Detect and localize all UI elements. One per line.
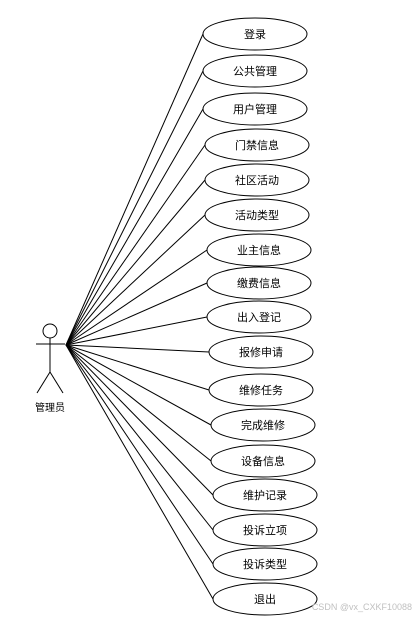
use-case: 登录 (202, 17, 308, 51)
use-case-ellipse (202, 92, 308, 126)
use-case-label: 出入登记 (237, 310, 281, 324)
use-case-ellipse (204, 163, 310, 197)
use-case-ellipse (210, 408, 316, 442)
association-line (65, 214, 206, 346)
use-case-label: 投诉类型 (243, 557, 287, 571)
use-case: 投诉立项 (212, 513, 318, 547)
use-case-ellipse (212, 547, 318, 581)
association-line (65, 108, 204, 346)
association-line (65, 144, 206, 346)
association-lines (65, 33, 214, 600)
actor-right-leg (49, 371, 64, 394)
use-cases: 登录公共管理用户管理门禁信息社区活动活动类型业主信息缴费信息出入登记报修申请维修… (202, 17, 318, 616)
use-case: 设备信息 (210, 444, 316, 478)
association-line (65, 33, 204, 346)
association-line (65, 344, 212, 462)
association-line (65, 344, 214, 531)
use-case-ellipse (208, 335, 314, 369)
use-case-ellipse (204, 198, 310, 232)
use-case: 用户管理 (202, 92, 308, 126)
use-case-ellipse (212, 478, 318, 512)
use-case: 维修任务 (208, 373, 314, 407)
actor-left-leg (36, 371, 51, 394)
use-case: 社区活动 (204, 163, 310, 197)
association-line (65, 344, 212, 426)
use-case-label: 社区活动 (235, 173, 279, 187)
use-case-ellipse (210, 444, 316, 478)
use-case-ellipse (202, 54, 308, 88)
use-case: 退出 (212, 582, 318, 616)
use-case: 报修申请 (208, 335, 314, 369)
actor-label: 管理员 (35, 401, 65, 414)
use-case: 门禁信息 (204, 128, 310, 162)
use-case-label: 公共管理 (233, 64, 277, 78)
use-case-label: 设备信息 (241, 454, 285, 468)
watermark: CSDN @vx_CXKF10088 (312, 602, 412, 612)
use-case-label: 用户管理 (233, 102, 277, 116)
use-case-label: 缴费信息 (237, 276, 281, 290)
use-case-ellipse (206, 266, 312, 300)
use-case-label: 活动类型 (235, 208, 279, 222)
association-line (65, 344, 214, 565)
use-case-label: 报修申请 (239, 345, 283, 359)
use-case-label: 完成维修 (241, 418, 285, 432)
association-line (65, 179, 206, 346)
use-case-label: 维护记录 (243, 488, 287, 502)
use-case-label: 登录 (244, 27, 266, 41)
use-case-label: 投诉立项 (243, 523, 287, 537)
use-case: 活动类型 (204, 198, 310, 232)
association-line (65, 249, 208, 346)
use-case-label: 退出 (254, 592, 276, 606)
use-case-ellipse (204, 128, 310, 162)
actor: 管理员 (35, 323, 65, 414)
association-line (65, 344, 214, 496)
use-case: 业主信息 (206, 233, 312, 267)
use-case: 维护记录 (212, 478, 318, 512)
use-case: 完成维修 (210, 408, 316, 442)
actor-head (42, 323, 58, 339)
use-case-label: 维修任务 (239, 383, 283, 397)
use-case-ellipse (202, 17, 308, 51)
use-case-ellipse (212, 582, 318, 616)
association-line (65, 316, 208, 346)
association-line (65, 344, 210, 391)
use-case-label: 业主信息 (237, 243, 281, 257)
use-case-ellipse (206, 233, 312, 267)
use-case: 出入登记 (206, 300, 312, 334)
use-case: 缴费信息 (206, 266, 312, 300)
association-line (65, 282, 208, 346)
use-case-ellipse (208, 373, 314, 407)
association-line (65, 344, 214, 600)
association-line (65, 70, 204, 346)
use-case-ellipse (206, 300, 312, 334)
use-case: 公共管理 (202, 54, 308, 88)
association-line (65, 344, 210, 353)
use-case-label: 门禁信息 (235, 138, 279, 152)
use-case: 投诉类型 (212, 547, 318, 581)
use-case-ellipse (212, 513, 318, 547)
